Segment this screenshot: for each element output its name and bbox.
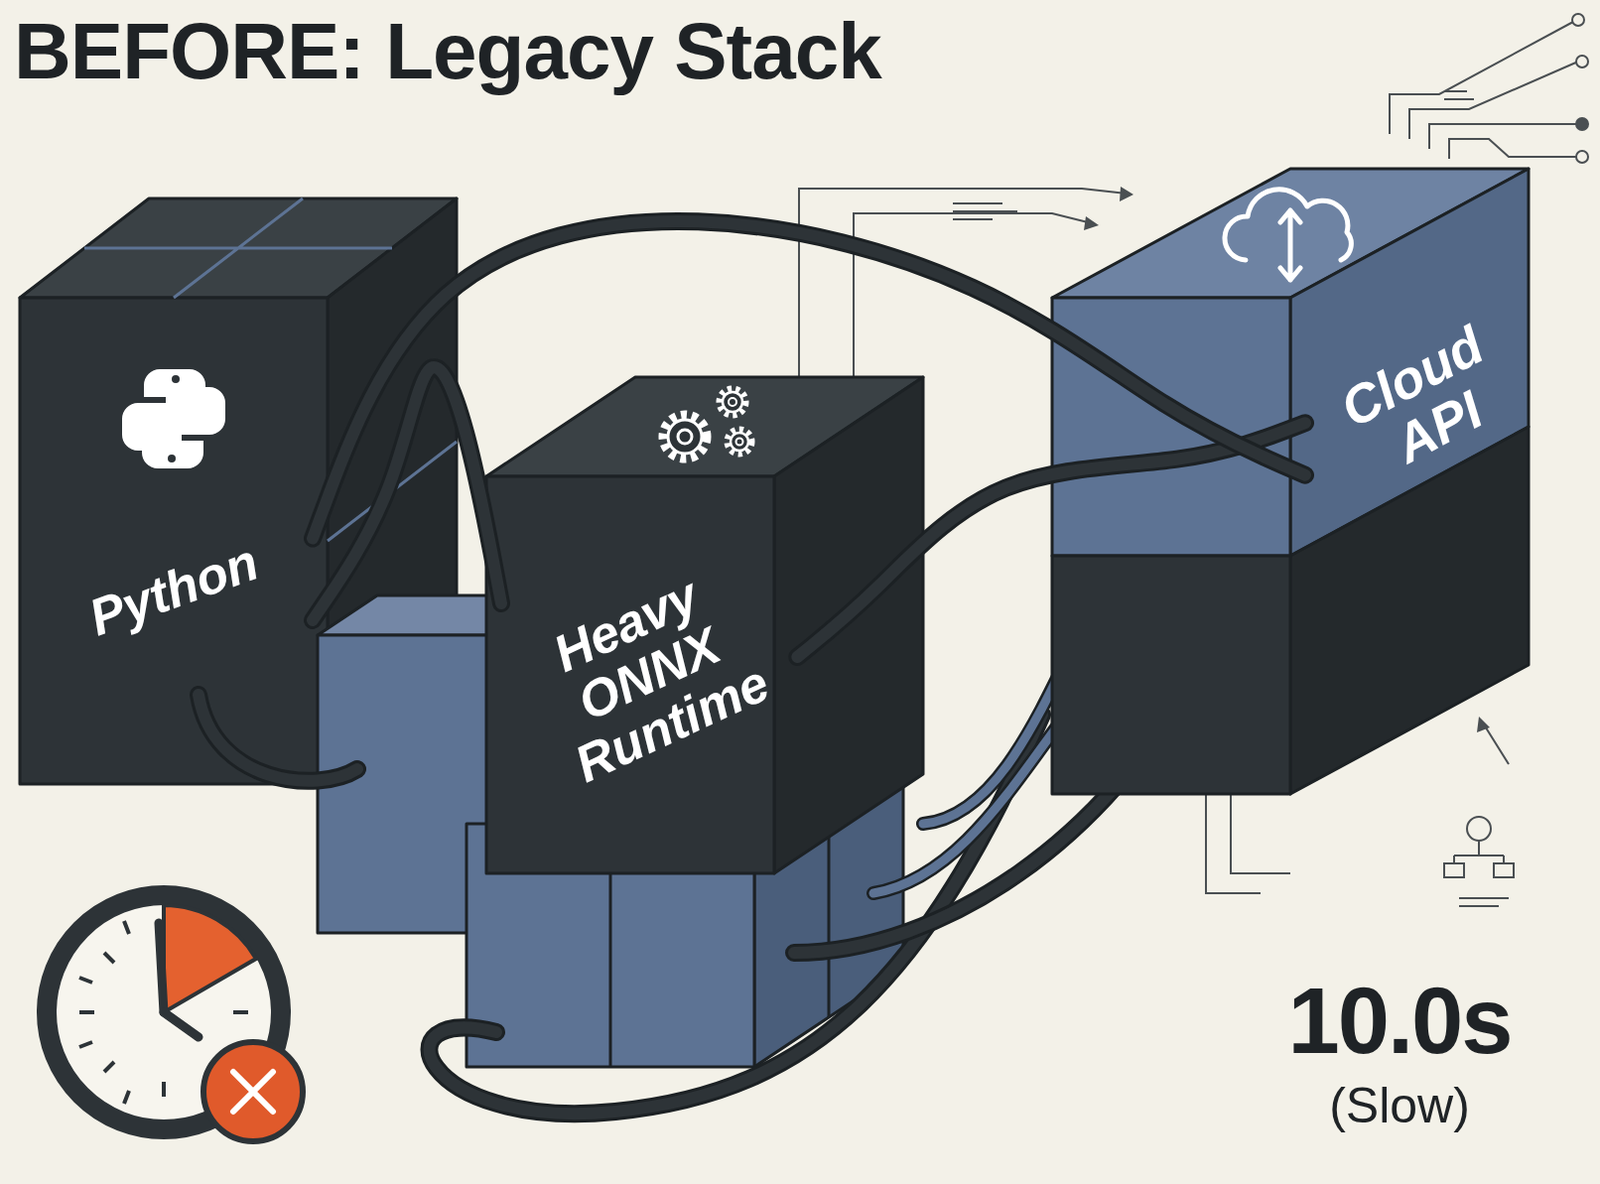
gear — [730, 432, 749, 451]
circuit-mark — [1444, 91, 1474, 100]
cable-connector — [797, 422, 1306, 658]
error-badge — [203, 1042, 303, 1142]
node-label: Cloud API — [1315, 307, 1535, 497]
duration-value: 10.0s — [1230, 967, 1569, 1075]
circuit-terminals — [1572, 13, 1589, 163]
cable-outline — [797, 422, 1306, 658]
python-logo — [122, 369, 226, 469]
cable-connector — [312, 367, 502, 621]
computer-symbol — [1444, 863, 1465, 878]
gear-hub — [736, 438, 744, 446]
cable-group — [797, 422, 1306, 658]
cable — [198, 694, 358, 782]
circuit-mark — [1459, 898, 1509, 907]
diagram-title: BEFORE: Legacy Stack — [13, 5, 882, 98]
cloud-api-block: Cloud API — [1305, 297, 1545, 507]
updown-arrow — [1280, 210, 1301, 280]
cable — [198, 694, 358, 782]
network-wire — [1454, 840, 1504, 864]
circuit-trace — [1449, 138, 1579, 159]
python-block: Python — [34, 516, 313, 666]
python-logo-half — [141, 387, 226, 469]
circuit-trace — [1409, 61, 1579, 139]
cable-group — [312, 367, 502, 621]
terminal-dot — [1576, 118, 1589, 131]
gear-teeth — [719, 389, 746, 415]
cloud-block — [1052, 168, 1529, 795]
computer-symbol — [1493, 863, 1514, 878]
network-icon — [1444, 816, 1514, 907]
clock-wedge — [163, 905, 257, 1013]
node-label: Heavy ONNX Runtime — [511, 551, 788, 798]
clock-hand — [158, 923, 164, 1013]
arrowhead — [1119, 186, 1134, 202]
gear — [667, 419, 702, 454]
runtime-block: Heavy ONNX Runtime — [501, 496, 798, 854]
circuit-trace — [1389, 21, 1574, 134]
clock-hand — [163, 1012, 199, 1038]
gear-hub — [677, 429, 692, 444]
circuit-trace — [1429, 124, 1579, 149]
circuit-mark — [952, 203, 1018, 220]
globe-symbol — [1466, 816, 1491, 841]
speed-note: (Slow) — [1230, 1076, 1569, 1135]
error-cross — [233, 1071, 273, 1112]
cable-connector — [312, 221, 1306, 539]
cable-outline — [312, 221, 1306, 539]
gear — [722, 392, 743, 412]
clock-icon — [46, 895, 303, 1142]
arrowhead — [1083, 216, 1099, 231]
python-logo-eye — [167, 454, 176, 463]
gears-icon — [663, 389, 752, 459]
gear-teeth — [727, 429, 752, 454]
cube-side — [1290, 426, 1529, 795]
onnx-block — [486, 377, 924, 874]
arrowhead — [1476, 716, 1490, 733]
cube-front — [1052, 297, 1291, 556]
cube-front — [1052, 555, 1291, 795]
cable-group — [312, 221, 1306, 539]
cloud-icon — [1224, 189, 1351, 280]
terminal-dot — [1576, 150, 1589, 163]
circuit-trace — [1483, 724, 1509, 765]
block-seam — [84, 198, 457, 541]
terminal-dot — [1572, 13, 1585, 26]
cable-outline — [312, 367, 502, 621]
gear-hub — [728, 398, 737, 406]
python-logo-eye — [171, 375, 180, 384]
circuit-trace — [1205, 784, 1261, 894]
terminal-dot — [1576, 55, 1589, 68]
gear-teeth — [663, 414, 707, 459]
cube-front — [19, 297, 328, 785]
node-label: Python — [82, 534, 266, 647]
